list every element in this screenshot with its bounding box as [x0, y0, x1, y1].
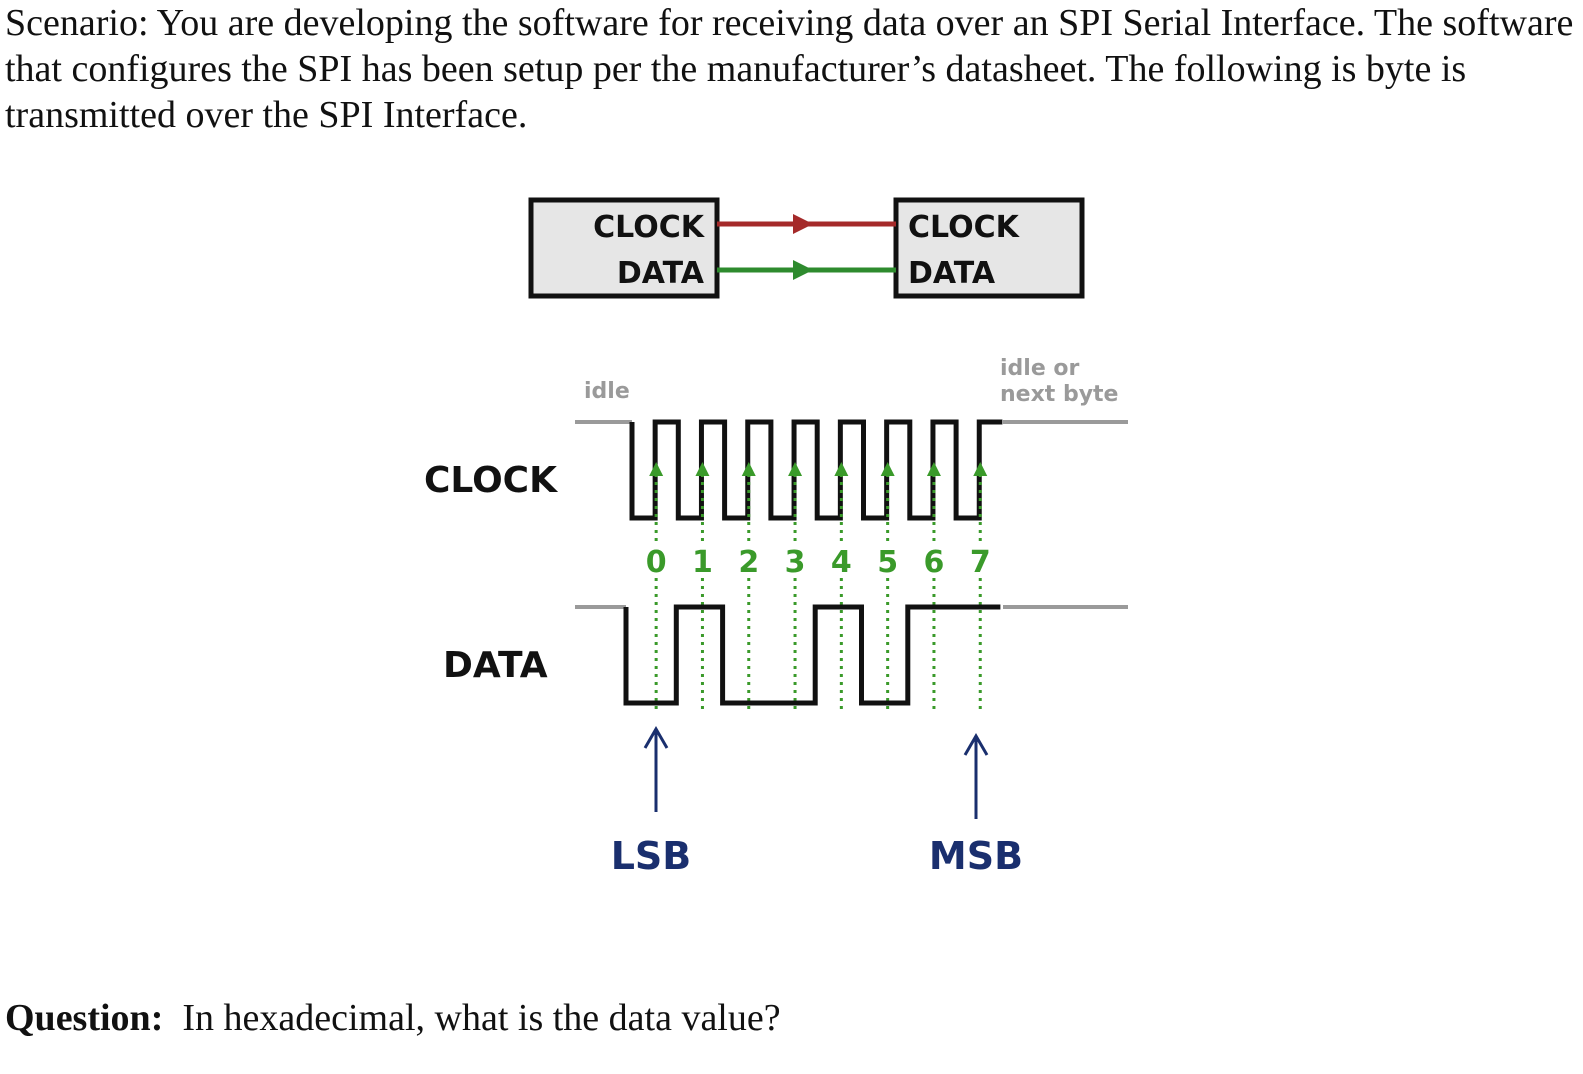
- bit-label-bg-2: [737, 543, 760, 577]
- data-wire-arrow: [793, 260, 813, 280]
- rising-edge-arrow-3: [788, 462, 803, 476]
- bit-label-1: 1: [692, 545, 713, 580]
- bit-label-bg-4: [830, 543, 853, 577]
- slave-clock-label: CLOCK: [908, 210, 1021, 245]
- rising-edge-arrow-1: [695, 462, 710, 476]
- rising-edge-arrow-0: [649, 462, 664, 476]
- rising-edge-arrow-4: [834, 462, 849, 476]
- bit-label-4: 4: [831, 545, 852, 580]
- sample-markers: [649, 462, 988, 712]
- bit-label-3: 3: [785, 545, 806, 580]
- question-text: In hexadecimal, what is the data value?: [182, 997, 781, 1039]
- master-clock-label: CLOCK: [593, 210, 706, 245]
- rising-edge-arrow-5: [880, 462, 895, 476]
- idle-next-label-line2: next byte: [1000, 382, 1118, 407]
- slave-box: [893, 197, 1085, 299]
- slave-data-label: DATA: [908, 256, 996, 291]
- question: Question: In hexadecimal, what is the da…: [5, 995, 1505, 1041]
- msb-label: MSB: [929, 834, 1023, 878]
- bit-label-5: 5: [877, 545, 898, 580]
- rising-edge-arrow-7: [973, 462, 988, 476]
- bit-label-bg-3: [784, 543, 807, 577]
- bit-label-bg-7: [969, 543, 992, 577]
- master-data-label: DATA: [617, 256, 705, 291]
- lsb-label: LSB: [611, 834, 692, 878]
- msb-arrow: [963, 733, 989, 819]
- data-waveform: [623, 604, 1001, 706]
- rising-edge-arrow-6: [926, 462, 941, 476]
- data-signal-label: DATA: [443, 645, 548, 686]
- bit-label-bg-5: [876, 543, 899, 577]
- clock-signal-label: CLOCK: [424, 460, 558, 501]
- rising-edge-arrow-2: [741, 462, 756, 476]
- bit-label-2: 2: [738, 545, 759, 580]
- scenario-text: Scenario: You are developing the softwar…: [5, 2, 1574, 136]
- bit-label-6: 6: [924, 545, 945, 580]
- lsb-arrow: [643, 726, 669, 812]
- bit-label-bg-6: [922, 543, 945, 577]
- bit-label-0: 0: [646, 545, 667, 580]
- clock-waveform: [629, 419, 1003, 521]
- idle-next-label-line1: idle or: [1000, 356, 1080, 381]
- question-label: Question:: [5, 997, 164, 1039]
- master-box: [528, 197, 720, 299]
- bit-label-7: 7: [970, 545, 991, 580]
- bit-label-bg-0: [645, 543, 668, 577]
- bit-label-bg-1: [691, 543, 714, 577]
- clock-wire-arrow: [793, 214, 813, 234]
- idle-label: idle: [584, 379, 630, 404]
